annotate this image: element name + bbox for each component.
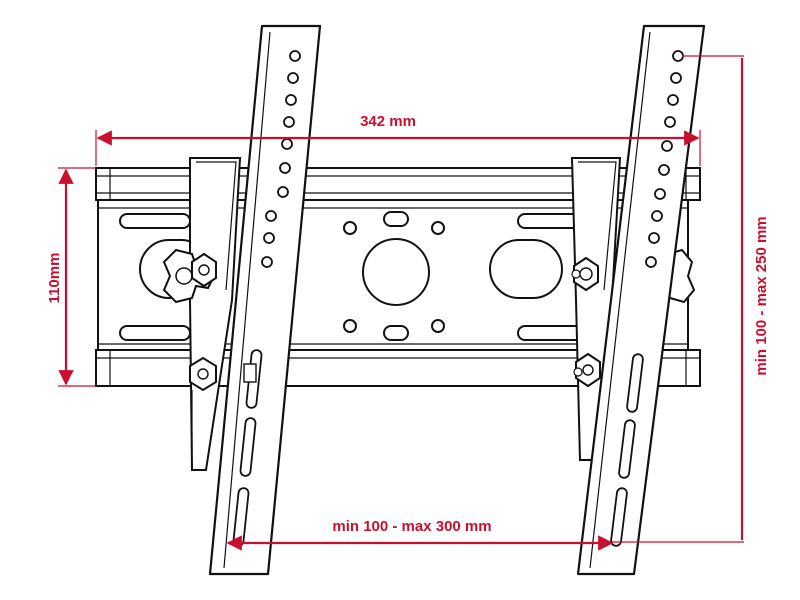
center-slot [383,325,409,341]
center-hole [362,238,430,306]
vertical-range-label: min 100 - max 250 mm [753,216,770,375]
right-arm-inner-edge [589,31,651,569]
left-arm-body [208,24,322,576]
dimensions [58,55,744,551]
left-upper-bolt [191,252,217,288]
center-slot [383,211,409,227]
left-arm-inner-edge [223,31,271,569]
horizontal-range-label: min 100 - max 300 mm [332,518,491,535]
right-arm-holes [645,50,684,268]
overall-width-label: 342 mm [360,113,416,130]
left-tilt-bracket [189,157,242,471]
mount-hole [431,319,445,333]
left-knob [162,248,216,304]
mount-hole [431,221,445,235]
plate-slot [119,213,191,229]
side-cutout [489,239,563,299]
height-label: 110mm [46,253,63,304]
right-arm-slots [610,353,644,547]
mount-hole [343,221,357,235]
right-vertical-arm [576,24,706,576]
plate-slot [119,325,191,341]
right-arm-body [576,24,706,576]
left-lower-bolt [189,356,257,392]
right-lower-bolt [573,352,601,388]
bolts [189,252,601,392]
mount-hole [343,319,357,333]
right-upper-bolt [571,256,599,292]
